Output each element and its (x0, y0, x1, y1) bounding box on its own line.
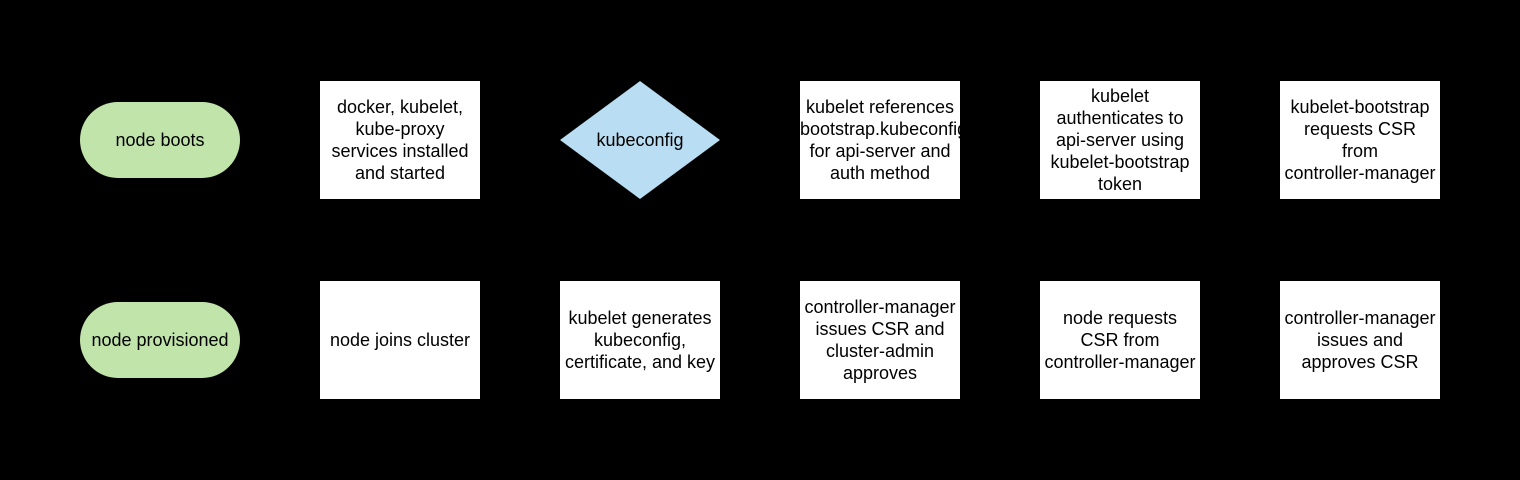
node-label: node requests CSR from controller-manage… (1044, 308, 1196, 372)
node-label: node provisioned (91, 330, 229, 350)
process-kubelet-references-bootstrap-kubeconfig: kubelet references bootstrap.kubeconfig … (800, 81, 960, 199)
process-cm-issues-csr-cluster-admin-approves: controller-manager issues CSR and cluste… (800, 281, 960, 399)
node-label: controller-manager issues and approves C… (1284, 308, 1436, 372)
process-services-installed: docker, kubelet, kube-proxy services ins… (320, 81, 480, 199)
node-label: kubelet references bootstrap.kubeconfig … (800, 97, 960, 183)
node-label: kubelet authenticates to api-server usin… (1050, 86, 1190, 194)
process-kubelet-bootstrap-requests-csr: kubelet-bootstrap requests CSR from cont… (1280, 81, 1440, 199)
node-label: node boots (115, 130, 205, 150)
process-kubelet-generates-kubeconfig: kubelet generates kubeconfig, certificat… (560, 281, 720, 399)
node-label: kubeconfig (596, 130, 684, 150)
node-label: kubelet generates kubeconfig, certificat… (564, 308, 716, 372)
process-cm-issues-and-approves-csr: controller-manager issues and approves C… (1280, 281, 1440, 399)
terminator-node-boots: node boots (80, 102, 240, 178)
process-kubelet-authenticates-api-server: kubelet authenticates to api-server usin… (1040, 81, 1200, 199)
node-label: docker, kubelet, kube-proxy services ins… (331, 97, 469, 183)
process-node-joins-cluster: node joins cluster (320, 281, 480, 399)
node-label: node joins cluster (329, 330, 471, 350)
process-node-requests-csr: node requests CSR from controller-manage… (1040, 281, 1200, 399)
node-label: controller-manager issues CSR and cluste… (804, 297, 956, 383)
decision-kubeconfig: kubeconfig (560, 81, 720, 199)
terminator-node-provisioned: node provisioned (80, 302, 240, 378)
node-label: kubelet-bootstrap requests CSR from cont… (1284, 97, 1436, 183)
